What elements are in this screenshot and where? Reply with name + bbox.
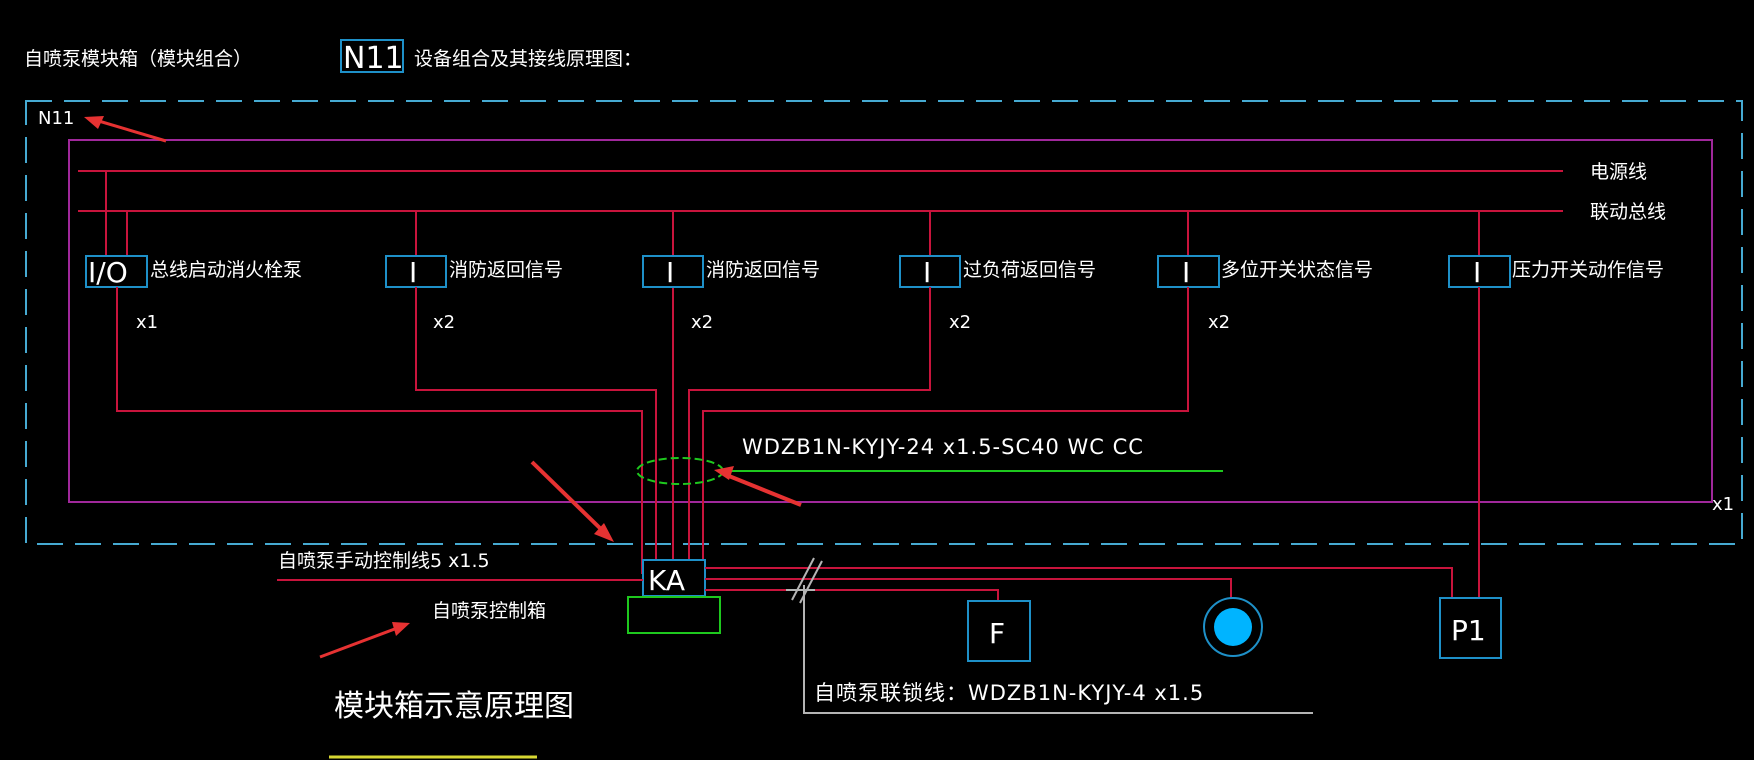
- frame-label: N11: [38, 108, 74, 129]
- link-bus-label: 联动总线: [1590, 201, 1666, 223]
- relay-box: [642, 559, 706, 597]
- module-io: I/O 总线启动消火栓泵 x1: [85, 171, 643, 574]
- indicator-outer: [1203, 597, 1263, 657]
- module-return-2-symbol: I: [666, 256, 674, 289]
- module-overload-symbol: I: [923, 256, 931, 289]
- module-io-label: 总线启动消火栓泵: [150, 259, 302, 281]
- annotation-arrow: [84, 116, 167, 143]
- tick-mark: [791, 557, 815, 601]
- module-switch-status-symbol: I: [1182, 256, 1190, 289]
- module-return-2-count: x2: [691, 312, 713, 333]
- module-switch-status-label: 多位开关状态信号: [1221, 259, 1373, 281]
- module-overload-count: x2: [949, 312, 971, 333]
- module-return-2: I 消防返回信号 x2: [642, 211, 820, 574]
- header-tag-box: [340, 39, 404, 73]
- link-line-wire: [803, 585, 1313, 714]
- module-return-1-symbol: I: [409, 256, 417, 289]
- manual-line-label: 自喷泵手动控制线5 x1.5: [278, 550, 490, 572]
- control-box-label: 自喷泵控制箱: [432, 600, 546, 622]
- flow-switch-box: [967, 600, 1031, 662]
- link-line-label: 自喷泵联锁线：WDZB1N-KYJY-4 x1.5: [814, 681, 1204, 705]
- module-return-1-label: 消防返回信号: [449, 259, 563, 281]
- wire-to-p1: [705, 567, 1453, 598]
- wire-to-indicator: [705, 578, 1232, 598]
- pressure-switch-box: [1439, 597, 1502, 659]
- annotation-arrow: [714, 466, 802, 507]
- power-line-label: 电源线: [1590, 161, 1647, 183]
- pressure-switch-label: P1: [1451, 614, 1486, 647]
- header-left-title: 自喷泵模块箱（模块组合）: [24, 48, 252, 70]
- module-io-count: x1: [136, 312, 158, 333]
- header-tag: N11: [343, 41, 404, 76]
- frame-count: x1: [1712, 494, 1734, 515]
- header-right-title: 设备组合及其接线原理图：: [414, 48, 642, 70]
- module-return-1: I 消防返回信号 x2: [385, 211, 657, 574]
- module-switch-status-count: x2: [1208, 312, 1230, 333]
- inner-frame: [68, 139, 1713, 503]
- module-overload-label: 过负荷返回信号: [963, 259, 1096, 281]
- module-overload: I 过负荷返回信号 x2: [688, 211, 1096, 574]
- control-box: [627, 596, 721, 634]
- indicator-icon: [1214, 608, 1252, 646]
- module-pressure-switch: I 压力开关动作信号: [1448, 211, 1664, 598]
- module-pressure-switch-label: 压力开关动作信号: [1512, 259, 1664, 281]
- annotation-arrow: [530, 460, 614, 542]
- relay-label: KA: [648, 564, 685, 597]
- tick-mark: [799, 560, 823, 604]
- module-switch-status: I 多位开关状态信号 x2: [702, 211, 1373, 574]
- annotation-arrow: [319, 622, 410, 659]
- module-box-frame: [25, 100, 1743, 545]
- wire-to-flow: [705, 589, 999, 601]
- bottom-title: 模块箱示意原理图: [334, 689, 574, 724]
- module-return-2-label: 消防返回信号: [706, 259, 820, 281]
- module-return-1-count: x2: [433, 312, 455, 333]
- cable-spec: WDZB1N-KYJY-24 x1.5-SC40 WC CC: [742, 435, 1144, 459]
- cable-bundle-marker: [636, 457, 724, 485]
- module-io-symbol: I/O: [88, 256, 128, 289]
- flow-switch-label: F: [989, 617, 1005, 650]
- module-pressure-switch-symbol: I: [1473, 256, 1481, 289]
